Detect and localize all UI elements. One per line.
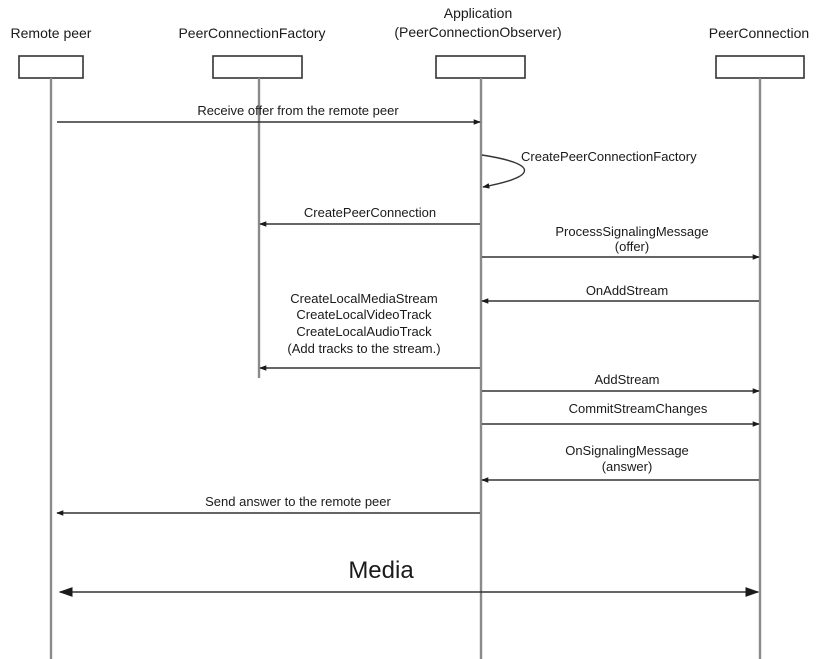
message-label: CreatePeerConnectionFactory bbox=[521, 149, 697, 164]
message-label-line-3: CreateLocalAudioTrack bbox=[296, 324, 432, 339]
actor-application: Application (PeerConnectionObserver) bbox=[394, 5, 562, 659]
message-on-signaling-message: OnSignalingMessage (answer) bbox=[481, 443, 759, 483]
message-create-local-media: CreateLocalMediaStream CreateLocalVideoT… bbox=[259, 291, 480, 371]
message-label: Send answer to the remote peer bbox=[205, 494, 391, 509]
actor-box bbox=[18, 55, 84, 79]
message-label: CreatePeerConnection bbox=[304, 205, 436, 220]
message-on-add-stream: OnAddStream bbox=[481, 283, 759, 304]
actor-peerconnectionfactory: PeerConnectionFactory bbox=[178, 25, 326, 378]
message-label-line-4: (Add tracks to the stream.) bbox=[287, 341, 440, 356]
message-label-line-1: CreateLocalMediaStream bbox=[290, 291, 437, 306]
message-label-line-2: CreateLocalVideoTrack bbox=[296, 307, 432, 322]
message-label: CommitStreamChanges bbox=[569, 401, 708, 416]
actor-box bbox=[435, 55, 526, 79]
media-label: Media bbox=[348, 557, 414, 584]
message-commit-stream-changes: CommitStreamChanges bbox=[482, 401, 760, 427]
message-process-signaling-message: ProcessSignalingMessage (offer) bbox=[482, 224, 760, 260]
message-label: OnAddStream bbox=[586, 283, 668, 298]
message-label: Receive offer from the remote peer bbox=[197, 103, 399, 118]
message-create-peerconnection-factory: CreatePeerConnectionFactory bbox=[481, 149, 697, 189]
message-send-answer: Send answer to the remote peer bbox=[56, 494, 480, 516]
actor-box bbox=[212, 55, 303, 79]
message-label-line-2: (answer) bbox=[602, 459, 653, 474]
actor-peerconnection: PeerConnection bbox=[709, 25, 809, 659]
actor-label: Remote peer bbox=[11, 25, 92, 41]
message-label-line-1: OnSignalingMessage bbox=[565, 443, 689, 458]
self-message-arrow bbox=[481, 154, 526, 189]
message-media: Media bbox=[58, 557, 760, 597]
message-label: AddStream bbox=[594, 372, 659, 387]
message-label-line-1: ProcessSignalingMessage bbox=[555, 224, 708, 239]
actor-label-line-2: (PeerConnectionObserver) bbox=[394, 24, 561, 40]
actor-label: PeerConnectionFactory bbox=[178, 25, 325, 41]
actor-remote-peer: Remote peer bbox=[11, 25, 92, 659]
message-add-stream: AddStream bbox=[482, 372, 760, 394]
message-label-line-2: (offer) bbox=[615, 239, 649, 254]
actor-label: PeerConnection bbox=[709, 25, 809, 41]
actor-label-line-1: Application bbox=[444, 5, 513, 21]
actor-box bbox=[715, 55, 805, 79]
message-create-peerconnection: CreatePeerConnection bbox=[259, 205, 480, 227]
message-receive-offer: Receive offer from the remote peer bbox=[57, 103, 481, 125]
